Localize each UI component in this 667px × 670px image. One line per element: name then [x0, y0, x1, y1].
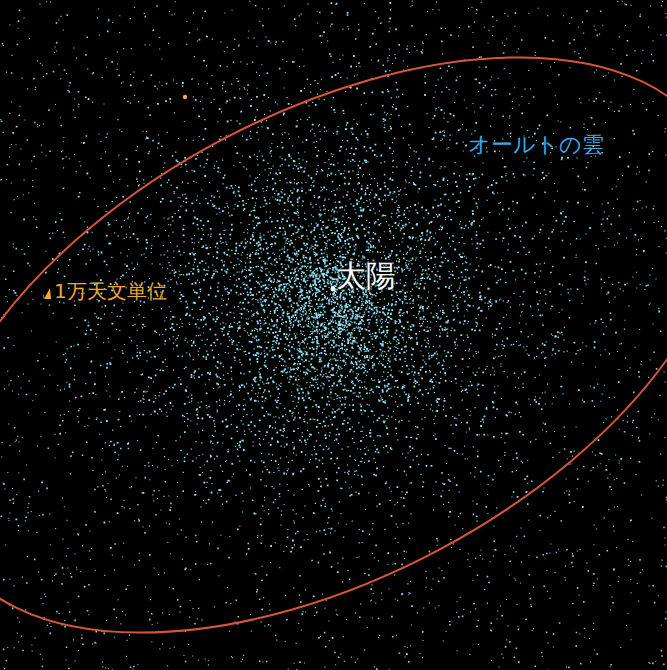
sun-dot — [331, 287, 336, 292]
orange-star — [183, 95, 187, 99]
oort-cloud-label: オールトの雲 — [468, 133, 604, 157]
distance-marker — [44, 288, 51, 299]
cloud-dots — [4, 2, 666, 667]
sun-label: 太陽 — [336, 259, 396, 292]
distance-label: 1万天文単位 — [54, 280, 167, 302]
